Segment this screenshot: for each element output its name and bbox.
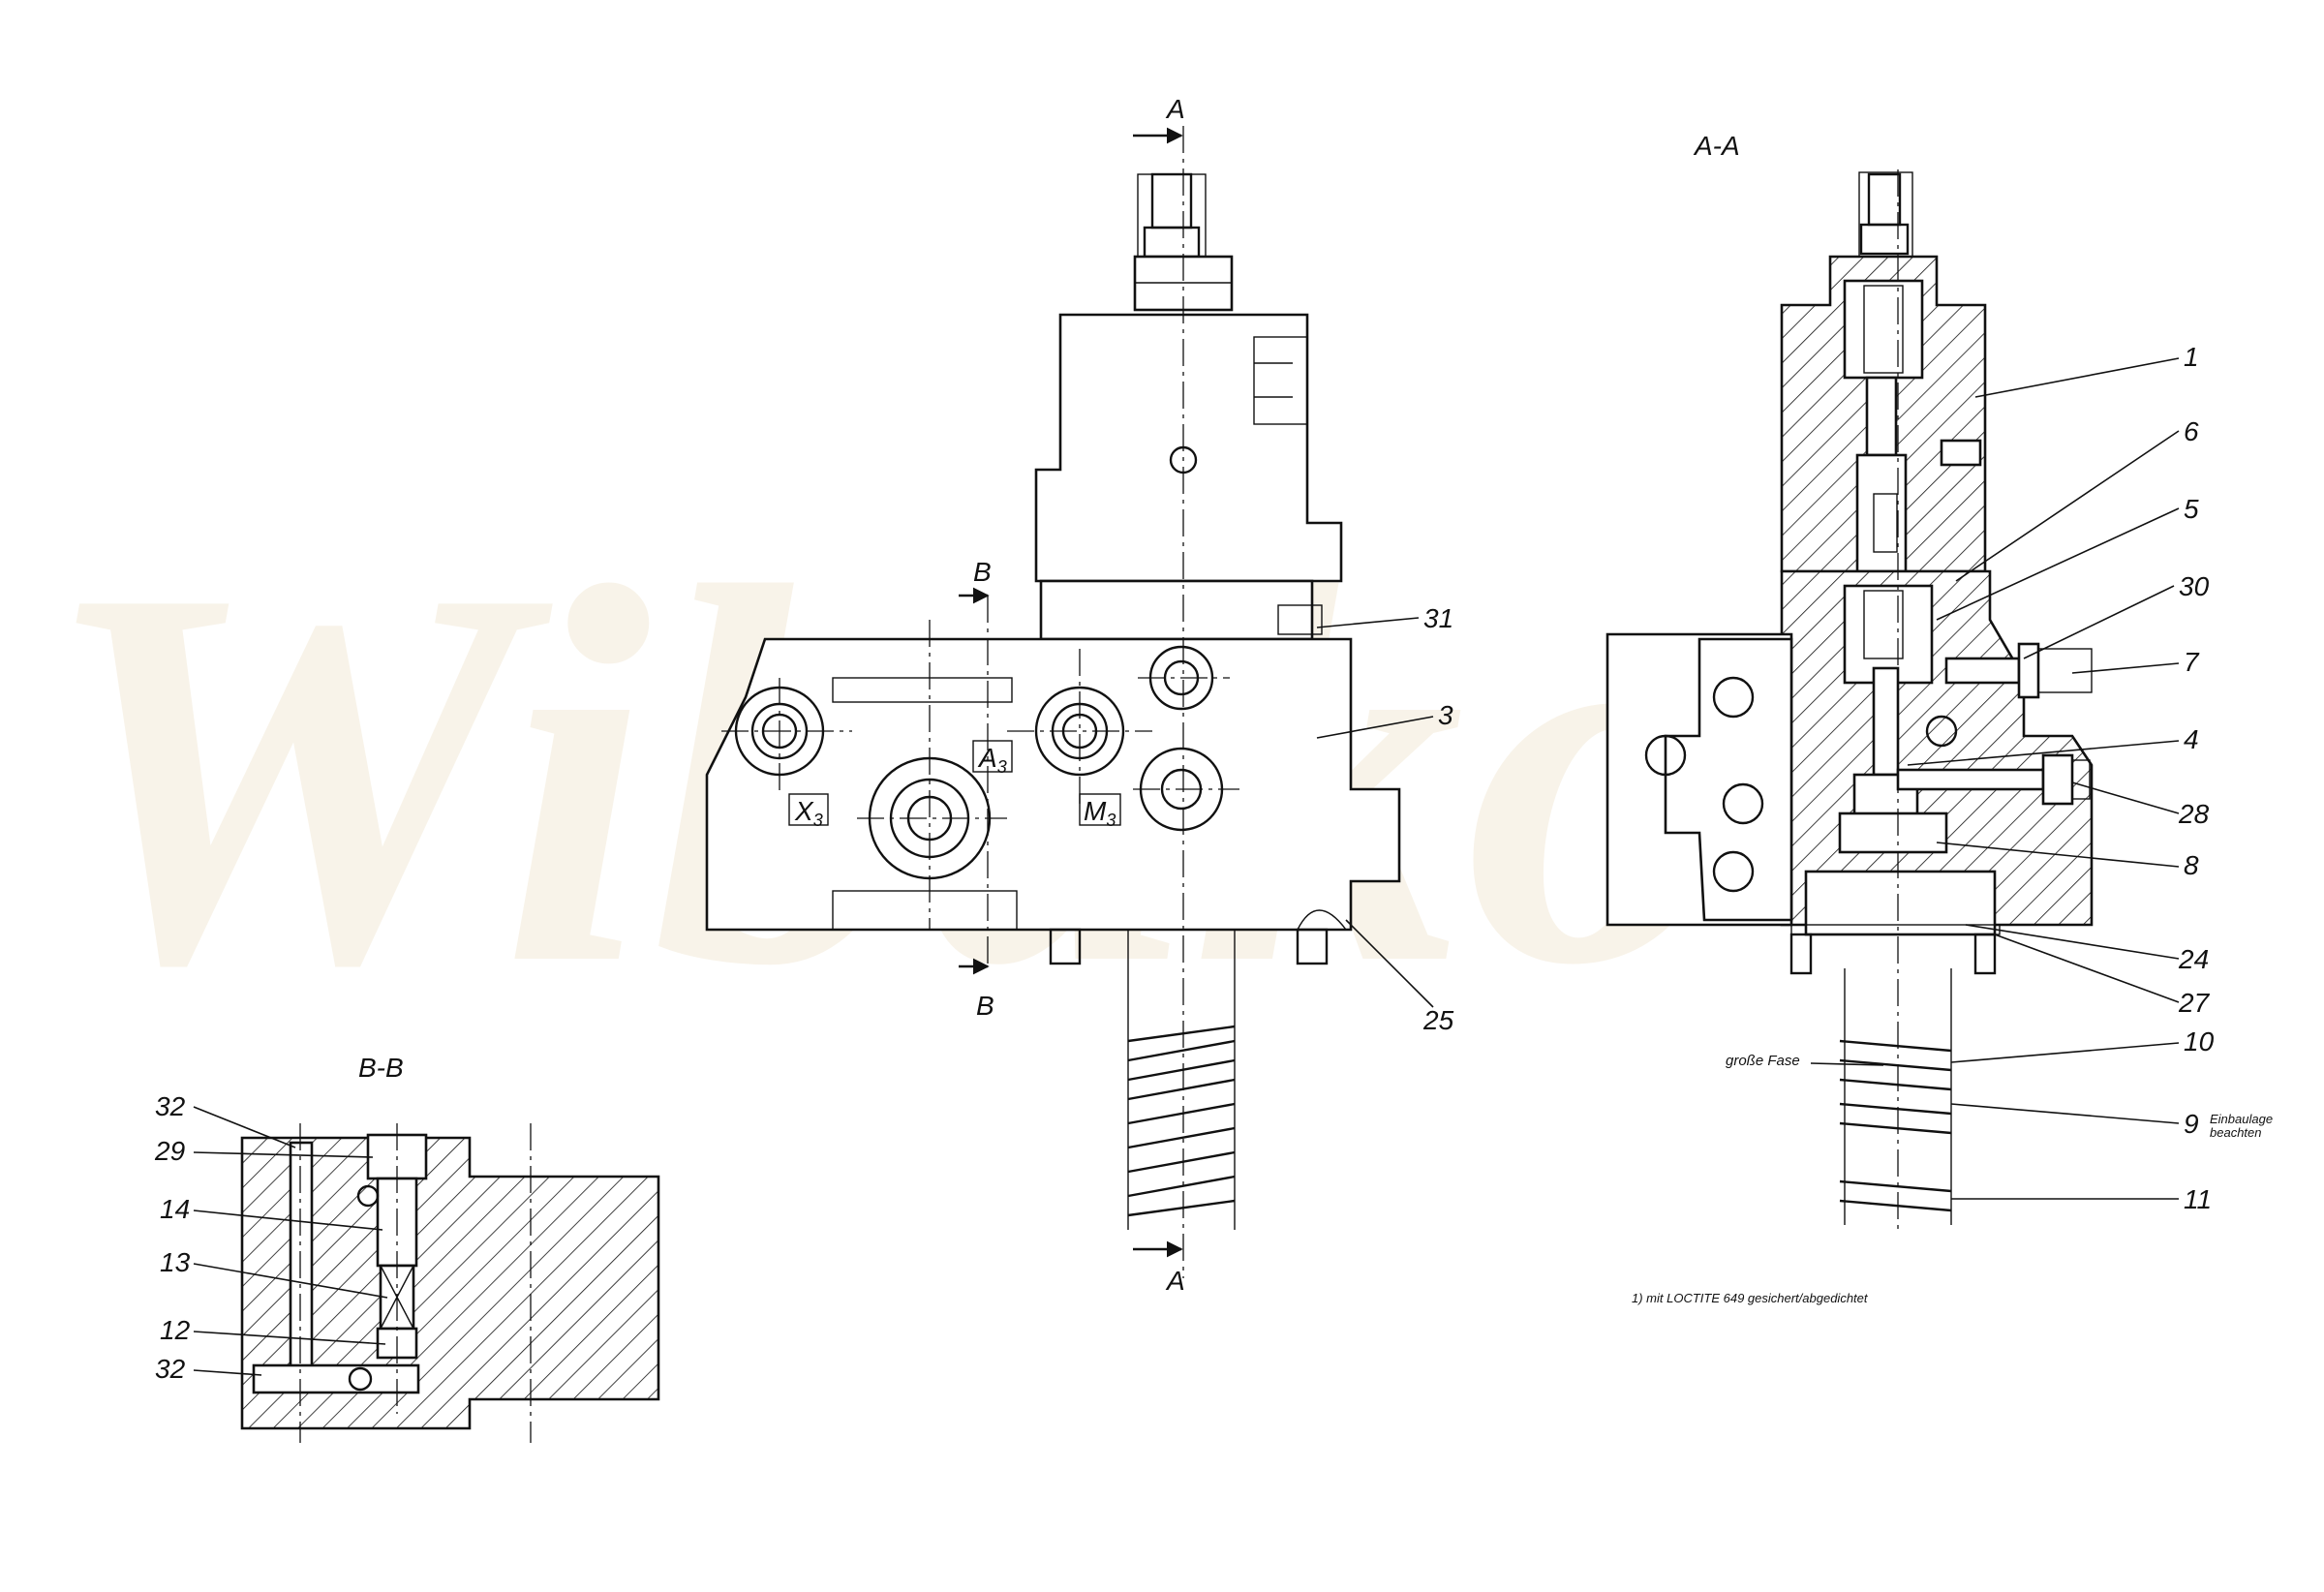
note-grosse-fase: große Fase [1726, 1053, 1800, 1069]
callout-14: 14 [160, 1194, 190, 1224]
callout-13: 13 [160, 1247, 191, 1277]
port-m3-box [1079, 793, 1121, 826]
main-view [705, 126, 1434, 1278]
callout-25: 25 [1422, 1005, 1454, 1035]
callout-3: 3 [1438, 700, 1453, 730]
callout-4: 4 [2184, 724, 2199, 754]
svg-text:M3: M3 [1084, 796, 1116, 830]
main-view-labels: A A B B X3 A3 M3 31 3 25 [794, 94, 1454, 1296]
section-bb-title: B-B [358, 1053, 404, 1083]
section-a-top-label: A [1165, 94, 1185, 124]
callout-6: 6 [2184, 416, 2199, 446]
callout-11: 11 [2184, 1184, 2212, 1214]
callout-5: 5 [2184, 494, 2199, 524]
section-aa-labels: A-A 1 6 5 30 7 4 28 8 24 27 10 9 Einbaul… [1693, 131, 2273, 1214]
footnote: 1) mit LOCTITE 649 gesichert/abgedichtet [1632, 1291, 1869, 1305]
callout-10: 10 [2184, 1026, 2215, 1056]
port-x-label: X [794, 796, 814, 826]
note-einbaulage-2: beachten [2210, 1125, 2262, 1140]
section-aa-view [1605, 169, 2180, 1230]
callout-32-top: 32 [155, 1091, 186, 1121]
section-b-top-label: B [973, 557, 992, 587]
svg-text:A3: A3 [977, 743, 1007, 777]
section-bb-labels: B-B 32 29 14 13 12 32 [154, 1053, 404, 1384]
port-a-sub: 3 [997, 757, 1007, 777]
port-a3-box [972, 740, 1013, 773]
port-x3-box [788, 793, 829, 826]
callout-30: 30 [2179, 571, 2210, 601]
port-a-label: A [977, 743, 997, 773]
callout-28: 28 [2178, 799, 2210, 829]
callout-29: 29 [154, 1136, 185, 1166]
callout-9: 9 [2184, 1109, 2199, 1139]
port-x-sub: 3 [813, 811, 823, 830]
callout-7: 7 [2184, 647, 2200, 677]
callout-8: 8 [2184, 850, 2199, 880]
section-aa-title: A-A [1693, 131, 1740, 161]
callout-32-bottom: 32 [155, 1354, 186, 1384]
section-a-bottom-label: A [1165, 1266, 1185, 1296]
svg-text:X3: X3 [794, 796, 823, 830]
callout-12: 12 [160, 1315, 191, 1345]
section-bb-view [193, 1106, 660, 1443]
callout-24: 24 [2178, 944, 2209, 974]
callout-31: 31 [1423, 603, 1453, 633]
port-m-sub: 3 [1106, 811, 1116, 830]
note-einbaulage-1: Einbaulage [2210, 1112, 2273, 1126]
section-b-bottom-label: B [976, 991, 994, 1021]
callout-27: 27 [2178, 988, 2211, 1018]
port-m-label: M [1084, 796, 1107, 826]
callout-1: 1 [2184, 342, 2199, 372]
